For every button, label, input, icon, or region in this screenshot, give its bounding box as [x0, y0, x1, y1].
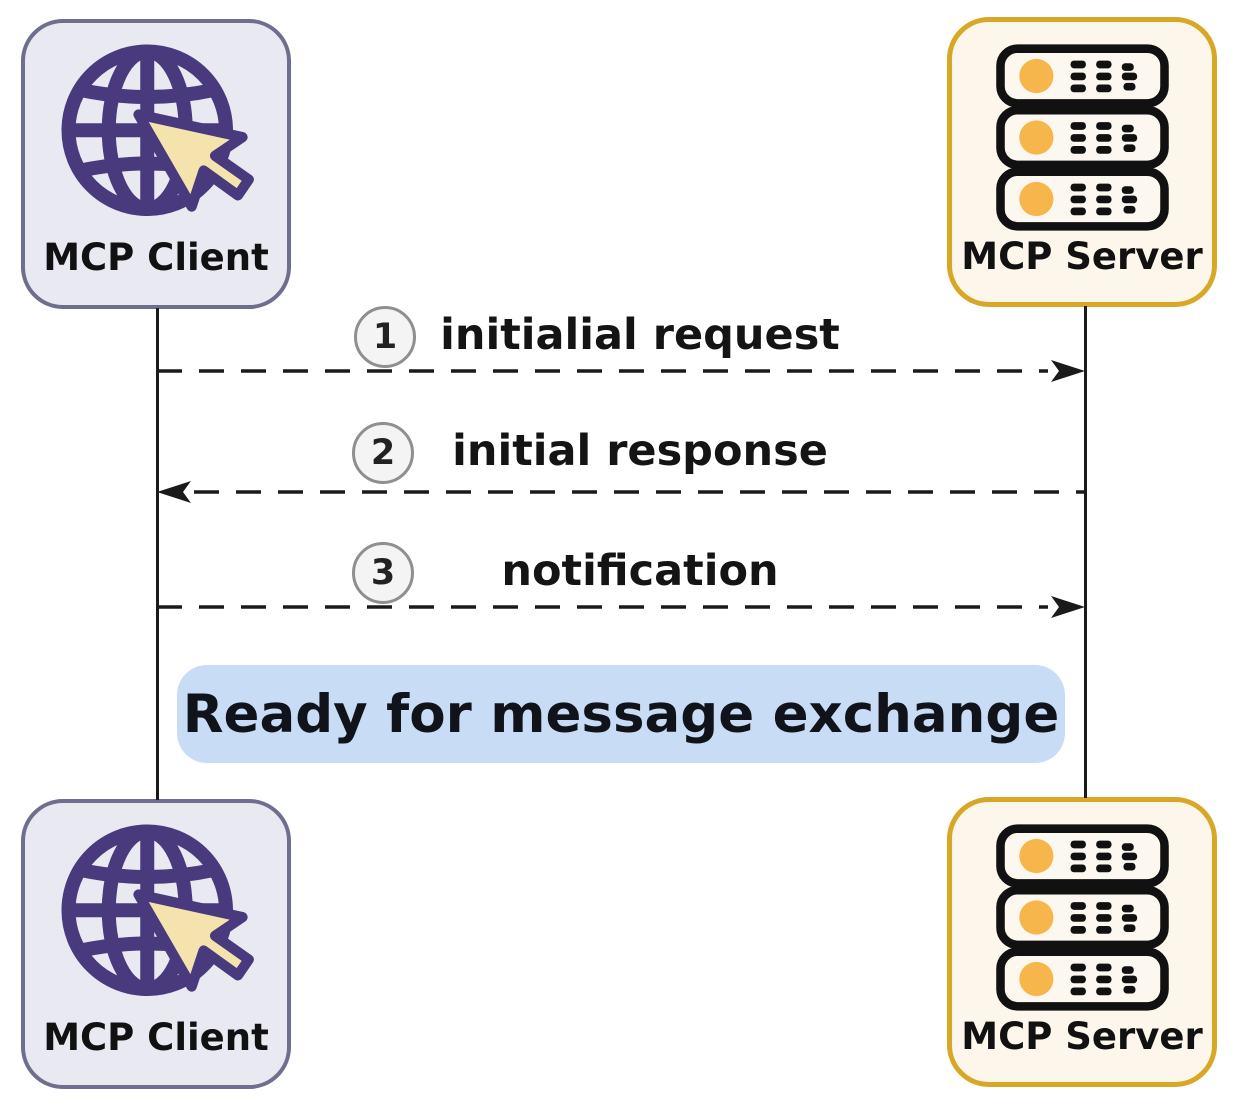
globe-cursor-icon [49, 811, 264, 1026]
node-label: MCP Client [43, 236, 269, 279]
message-2-label: initial response [452, 426, 828, 476]
message-3-label: notification [501, 546, 779, 596]
node-label: MCP Client [43, 1016, 269, 1059]
server-stack-icon [975, 810, 1190, 1025]
node-mcp-server-bottom: MCP Server [947, 797, 1217, 1087]
node-label: MCP Server [961, 1015, 1203, 1058]
message-1-arrow-right [157, 360, 1085, 382]
message-2-number-badge: 2 [352, 422, 414, 484]
message-1-number-badge: 1 [354, 306, 416, 368]
message-3-number-badge: 3 [352, 542, 414, 604]
node-mcp-server-top: MCP Server [947, 17, 1217, 307]
server-lifeline [1084, 306, 1087, 798]
ready-banner: Ready for message exchange [177, 665, 1065, 763]
client-lifeline [156, 308, 159, 800]
node-mcp-client-bottom: MCP Client [21, 799, 291, 1089]
message-2-arrow-left [157, 481, 1085, 503]
message-3-arrow-right [157, 596, 1085, 618]
message-1-label: initialial request [440, 310, 840, 360]
server-stack-icon [975, 30, 1190, 245]
node-label: MCP Server [961, 235, 1203, 278]
node-mcp-client-top: MCP Client [21, 19, 291, 309]
globe-cursor-icon [49, 31, 264, 246]
